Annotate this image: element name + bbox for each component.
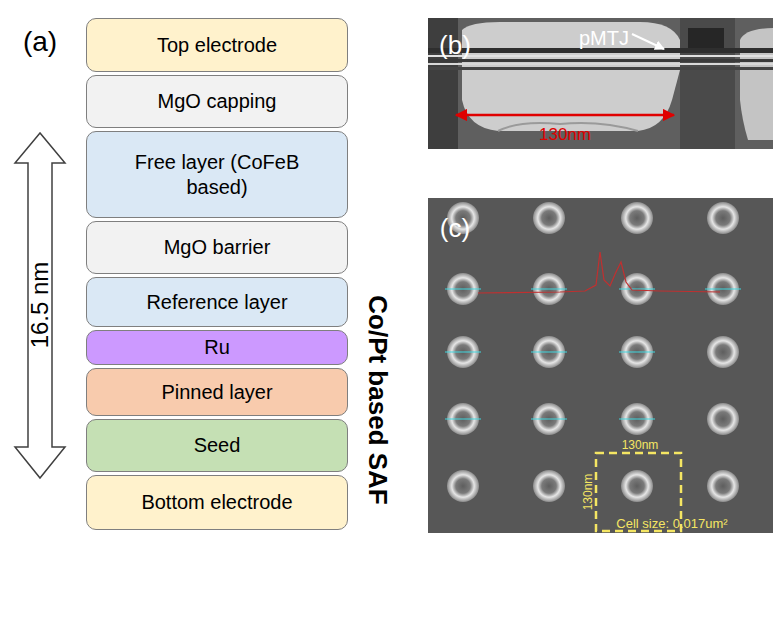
dimension-label: 130nm — [539, 126, 591, 143]
measurement-line — [619, 418, 655, 419]
tem-pillar — [680, 18, 735, 149]
measurement-line — [705, 288, 741, 289]
measurement-line — [445, 418, 481, 419]
layer-box: Seed — [86, 419, 348, 472]
mtj-dot — [447, 470, 479, 502]
tem-film-line — [428, 55, 773, 57]
layer-text-group: Free layer (CoFeB based) — [132, 150, 302, 200]
callout-label: pMTJ — [579, 28, 629, 48]
panel-letter: (c) — [440, 215, 470, 241]
tem-film-line — [428, 63, 773, 65]
layer-name: Ru — [204, 335, 230, 360]
layer-text-group: Seed — [194, 433, 241, 458]
tem-film-line — [428, 59, 773, 62]
layer-box: Ru — [86, 330, 348, 365]
mtj-dot — [707, 336, 739, 368]
layer-name: MgO barrier — [164, 235, 271, 260]
dimension-label: 16.5 nm — [28, 262, 52, 349]
layer-name: Pinned layer — [161, 380, 272, 405]
measurement-line — [619, 288, 655, 289]
layer-box: Top electrode — [86, 18, 348, 72]
dimension-arrow — [456, 114, 674, 117]
tem-contact — [740, 28, 773, 140]
layer-name: Bottom electrode — [141, 490, 292, 515]
layer-name: Seed — [194, 433, 241, 458]
tem-film-line — [428, 67, 773, 70]
tem-film-line — [428, 48, 773, 53]
layer-box: MgO barrier — [86, 221, 348, 274]
layer-name: Top electrode — [157, 33, 277, 58]
layer-box: MgO capping — [86, 75, 348, 128]
layer-box: Free layer (CoFeB based) — [86, 131, 348, 218]
measurement-line — [445, 288, 481, 289]
mtj-dot — [707, 470, 739, 502]
layer-text-group: Ru — [204, 335, 230, 360]
layer-text-group: Pinned layer — [161, 380, 272, 405]
dimension-label: 130nm — [622, 439, 659, 451]
tem-mtj-pillar — [688, 28, 724, 48]
stack-label: Co/Pt based SAF — [365, 295, 391, 504]
layer-text-group: Reference layer — [146, 290, 287, 315]
panel-letter: (b) — [439, 32, 471, 58]
layer-text-group: Bottom electrode — [141, 490, 292, 515]
layer-box: Pinned layer — [86, 368, 348, 416]
thickness-arrow — [15, 133, 65, 478]
panel-letter: (a) — [23, 28, 57, 56]
layer-name: MgO capping — [158, 89, 277, 114]
measurement-line — [531, 418, 567, 419]
note-label: Cell size: 0.017um² — [616, 517, 727, 530]
tem-background — [428, 18, 773, 149]
layer-text-group: Top electrode — [157, 33, 277, 58]
mtj-dot — [621, 470, 653, 502]
layer-text-group: MgO barrier — [164, 235, 271, 260]
intensity-profile — [478, 252, 720, 293]
mtj-dot — [621, 202, 653, 234]
mtj-dot — [533, 470, 565, 502]
sem-image — [428, 198, 773, 533]
layer-name: Reference layer — [146, 290, 287, 315]
measurement-line — [445, 351, 481, 352]
measurement-line — [619, 351, 655, 352]
mtj-dot — [707, 403, 739, 435]
layer-text-group: MgO capping — [158, 89, 277, 114]
pointer-arrow — [632, 34, 664, 49]
layer-box: Reference layer — [86, 277, 348, 327]
measurement-line — [531, 288, 567, 289]
mtj-dot — [533, 202, 565, 234]
mtj-dot — [707, 202, 739, 234]
layer-name: Free layer (CoFeB based) — [132, 150, 302, 200]
measurement-line — [531, 351, 567, 352]
sem-background — [428, 198, 773, 533]
tem-image — [428, 18, 773, 149]
dimension-label: 130nm — [582, 474, 594, 511]
layer-box: Bottom electrode — [86, 475, 348, 530]
mtj-dot-array — [445, 202, 741, 502]
